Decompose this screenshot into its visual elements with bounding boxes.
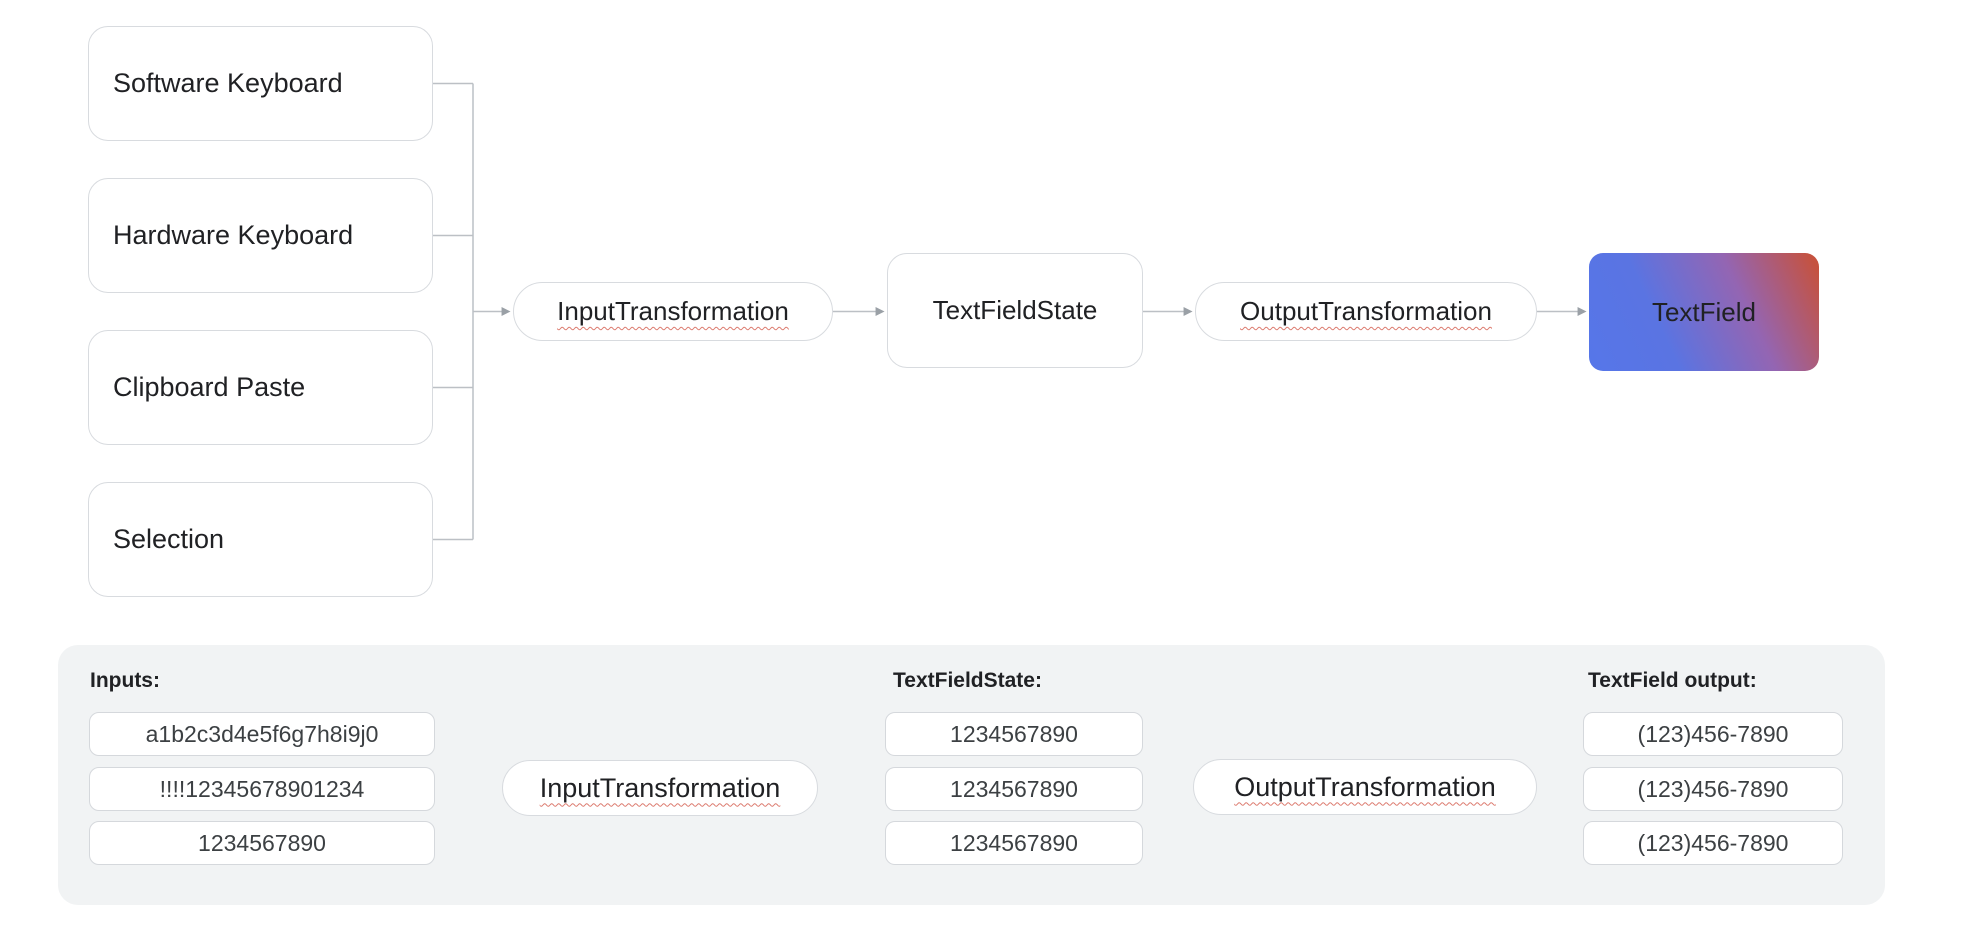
textfield-label: TextField: [1651, 296, 1757, 327]
source-label: Selection: [113, 524, 225, 554]
example-output-transformation-pill: OutputTransformation: [1193, 759, 1537, 815]
state-value-box: 1234567890: [885, 767, 1143, 811]
source-box-software-keyboard: Software Keyboard: [88, 26, 433, 141]
textfieldstate-box: TextFieldState: [887, 253, 1143, 368]
input-value-box: !!!!12345678901234: [89, 767, 435, 811]
input-transformation-label: InputTransformation: [557, 296, 789, 326]
source-label: Hardware Keyboard: [113, 220, 354, 250]
example-input-transformation-label: InputTransformation: [539, 772, 781, 803]
inputs-label: Inputs:: [90, 669, 160, 692]
input-transformation-pill: InputTransformation: [513, 282, 833, 341]
output-transformation-pill: OutputTransformation: [1195, 282, 1537, 341]
output-value: (123)456-7890: [1637, 775, 1789, 802]
textfield-box: TextField: [1589, 253, 1819, 371]
textfieldstate-values-label: TextFieldState:: [893, 669, 1042, 692]
output-value: (123)456-7890: [1637, 720, 1789, 747]
input-value-box: a1b2c3d4e5f6g7h8i9j0: [89, 712, 435, 756]
source-box-clipboard-paste: Clipboard Paste: [88, 330, 433, 445]
output-value-box: (123)456-7890: [1583, 821, 1843, 865]
input-value-box: 1234567890: [89, 821, 435, 865]
example-input-transformation-pill: InputTransformation: [502, 760, 818, 816]
state-value-box: 1234567890: [885, 712, 1143, 756]
state-value: 1234567890: [950, 775, 1078, 802]
state-value: 1234567890: [950, 829, 1078, 856]
input-value: 1234567890: [198, 829, 326, 856]
state-value-box: 1234567890: [885, 821, 1143, 865]
output-value-box: (123)456-7890: [1583, 712, 1843, 756]
input-value: !!!!12345678901234: [159, 775, 365, 802]
output-value: (123)456-7890: [1637, 829, 1789, 856]
example-output-transformation-label: OutputTransformation: [1234, 771, 1496, 802]
source-box-selection: Selection: [88, 482, 433, 597]
output-transformation-label: OutputTransformation: [1240, 296, 1492, 326]
input-value: a1b2c3d4e5f6g7h8i9j0: [145, 720, 379, 747]
textfieldstate-label: TextFieldState: [932, 295, 1098, 325]
source-label: Software Keyboard: [113, 68, 343, 98]
output-value-box: (123)456-7890: [1583, 767, 1843, 811]
state-value: 1234567890: [950, 720, 1078, 747]
source-box-hardware-keyboard: Hardware Keyboard: [88, 178, 433, 293]
textfield-output-label: TextField output:: [1588, 669, 1757, 692]
source-label: Clipboard Paste: [113, 372, 306, 402]
